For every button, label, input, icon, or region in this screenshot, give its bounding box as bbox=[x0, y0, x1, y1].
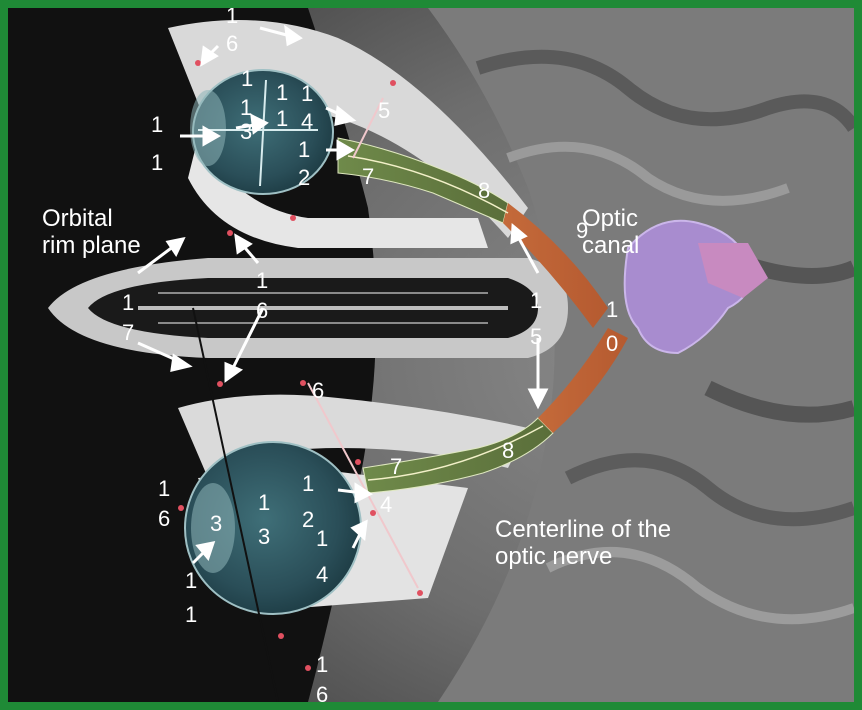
landmark-label: 8 bbox=[502, 440, 514, 462]
landmark-label: 1 0 bbox=[606, 293, 618, 361]
landmark-label: 1 1 bbox=[151, 106, 163, 182]
landmark-label: 1 4 bbox=[316, 521, 328, 593]
landmark-label: 1 3 bbox=[258, 486, 270, 554]
mri-scan: Orbital rim plane Optic canal Centerline… bbox=[8, 8, 854, 702]
landmark-label: 7 bbox=[390, 456, 402, 478]
landmark-label: 5 bbox=[378, 100, 390, 122]
landmark-label: 6 bbox=[312, 380, 324, 402]
landmark-label: 1 1 bbox=[276, 80, 288, 132]
landmark-label: 1 6 bbox=[158, 474, 170, 534]
landmark-label: 9 bbox=[576, 220, 588, 242]
landmark-label: 1 4 bbox=[301, 80, 313, 136]
mri-axial-orbit-image bbox=[8, 8, 854, 702]
landmark-label: 1 6 bbox=[226, 8, 238, 58]
landmark-label: 1 bbox=[241, 68, 253, 90]
landmark-label: 1 6 bbox=[256, 266, 268, 326]
landmark-label: 1 1 bbox=[185, 564, 197, 632]
orbital-rim-plane-caption: Orbital rim plane bbox=[42, 205, 141, 259]
landmark-label: 7 bbox=[362, 166, 374, 188]
landmark-label: 3 bbox=[210, 513, 222, 535]
landmark-label: 4 bbox=[380, 494, 392, 516]
landmark-label: 1 2 bbox=[298, 136, 310, 192]
landmark-label: 1 7 bbox=[122, 288, 134, 348]
landmark-label: 1 2 bbox=[302, 466, 314, 538]
centerline-caption: Centerline of the optic nerve bbox=[495, 516, 671, 570]
landmark-label: 1 3 bbox=[240, 96, 252, 144]
optic-canal-caption: Optic canal bbox=[582, 205, 639, 259]
landmark-label: 8 bbox=[478, 180, 490, 202]
landmark-label: 1 5 bbox=[530, 283, 542, 355]
landmark-label: 1 6 bbox=[316, 650, 328, 702]
